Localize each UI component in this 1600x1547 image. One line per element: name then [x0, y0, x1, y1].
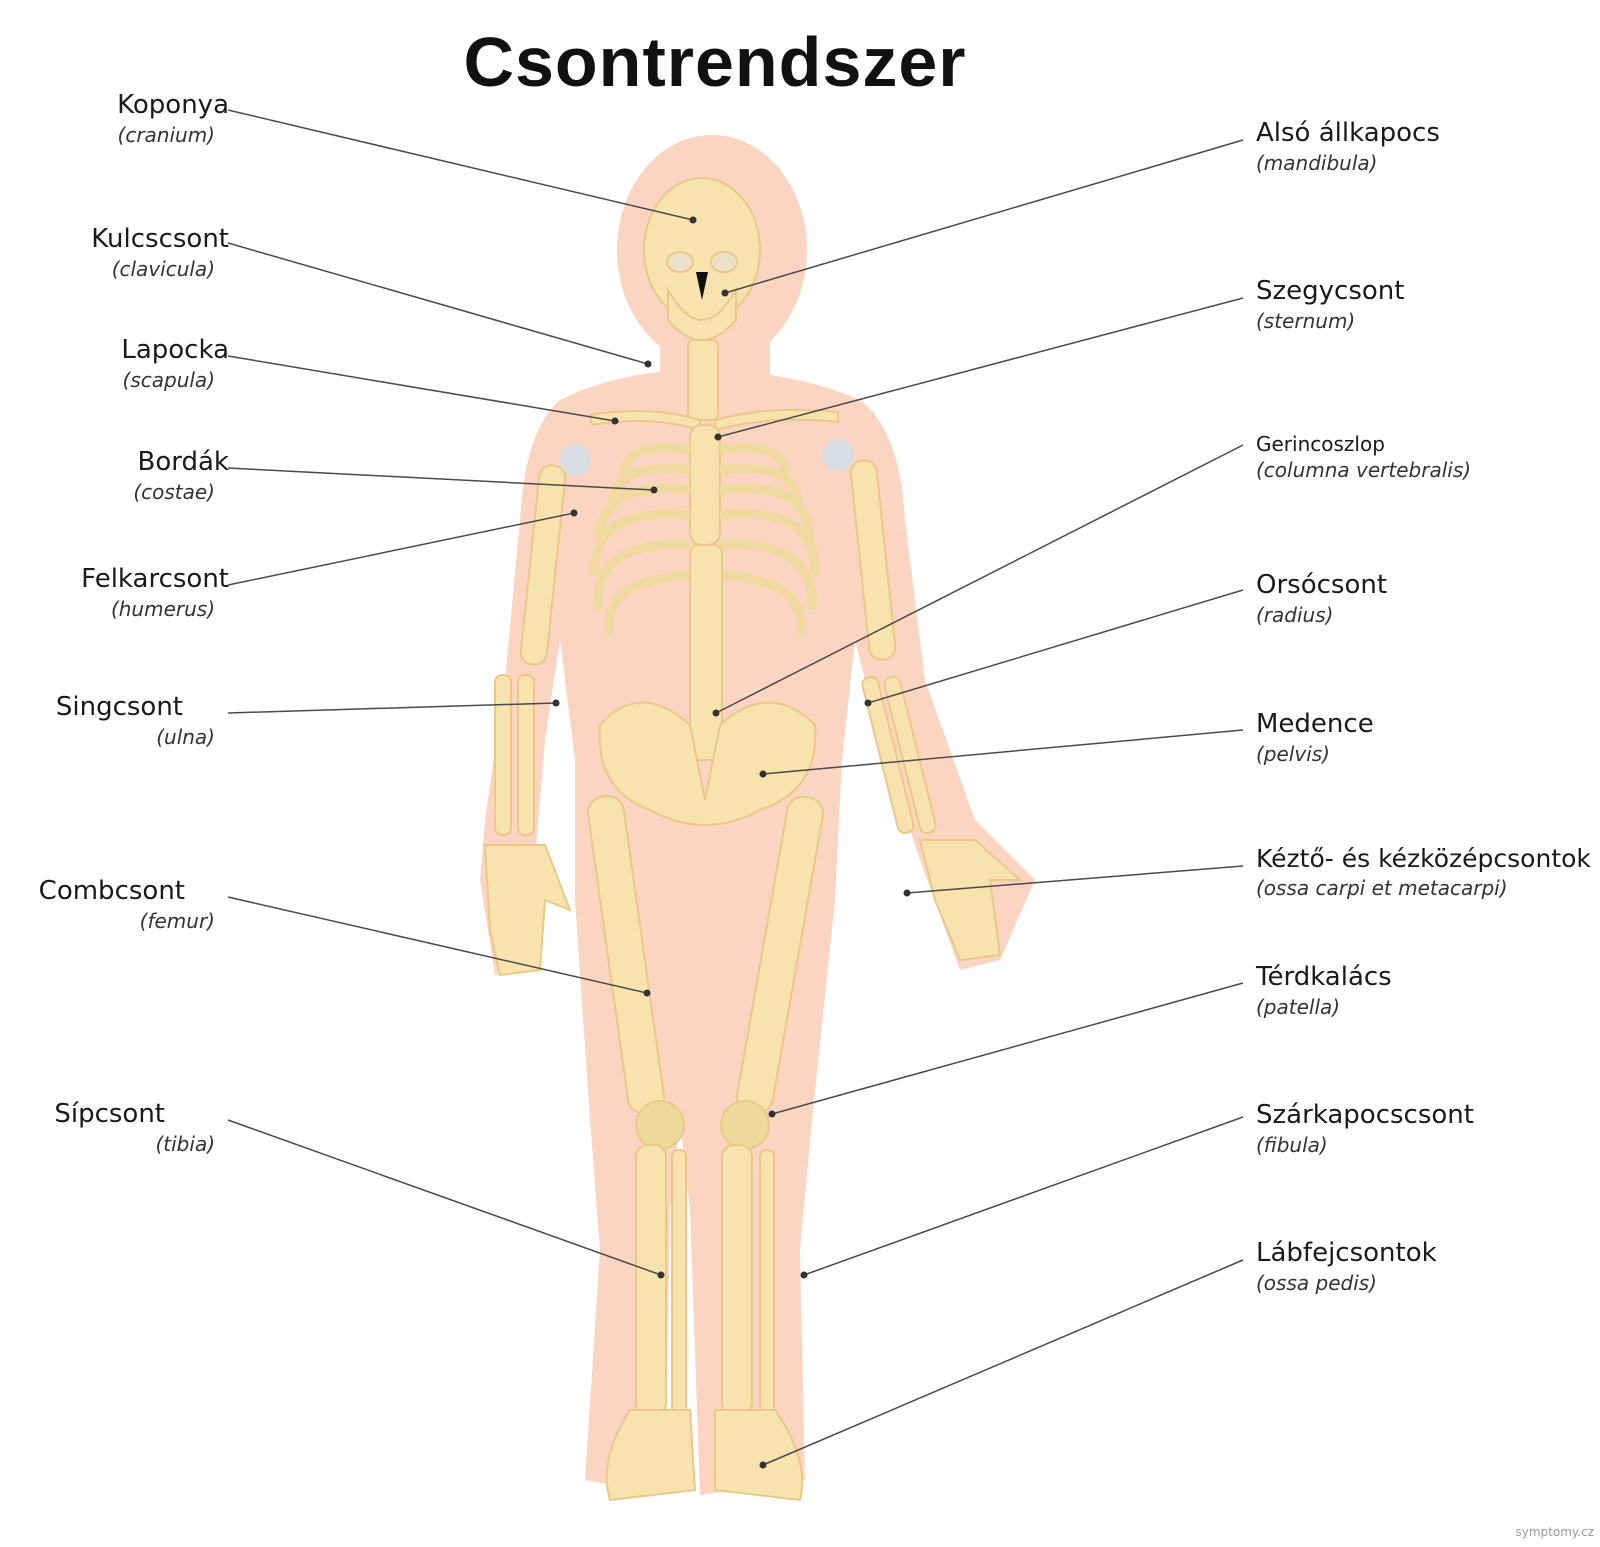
leader-combcsont [227, 896, 648, 994]
label-kulcscsont: Kulcscsont (clavicula) [91, 224, 229, 282]
label-latin: (ossa pedis) [1256, 1271, 1377, 1296]
label-latin: (cranium) [117, 123, 215, 148]
label-also-allkapocs: Alsó állkapocs (mandibula) [1256, 118, 1440, 175]
label-name: Combcsont [38, 876, 185, 906]
label-name: Szegycsont [1256, 276, 1405, 306]
label-name: Felkarcsont [81, 564, 229, 594]
label-kezto: Kéztő- és kézközépcsontok (ossa carpi et… [1256, 844, 1591, 900]
label-latin: (humerus) [110, 597, 215, 622]
label-name: Lábfejcsontok [1256, 1238, 1437, 1268]
label-latin: (mandibula) [1256, 151, 1378, 176]
label-latin: (scapula) [122, 368, 215, 393]
label-name: Lapocka [121, 335, 229, 365]
label-combcsont: Combcsont (femur) [39, 876, 215, 933]
leader-orsocsont [867, 589, 1244, 704]
label-latin: (ossa carpi et metacarpi) [1256, 876, 1508, 900]
leader-singcsont [227, 702, 557, 714]
label-latin: (sternum) [1256, 309, 1356, 334]
leader-medence [762, 729, 1244, 775]
label-lapocka: Lapocka (scapula) [121, 335, 229, 393]
jaw [667, 286, 737, 341]
label-name: Térdkalács [1256, 962, 1392, 992]
leader-kulcscsont [227, 242, 649, 365]
label-name: Gerincoszlop [1256, 432, 1385, 456]
leader-gerincoszlop [715, 444, 1244, 714]
label-koponya: Koponya (cranium) [117, 90, 229, 148]
label-latin: (ulna) [156, 725, 215, 750]
label-name: Szárkapocscsont [1256, 1100, 1474, 1130]
label-latin: (tibia) [155, 1132, 215, 1157]
label-name: Sípcsont [54, 1099, 165, 1129]
leader-also-allkapocs [724, 139, 1244, 294]
label-szarkapocscsont: Szárkapocscsont (fibula) [1256, 1100, 1474, 1157]
label-name: Medence [1256, 709, 1374, 739]
label-name: Kéztő- és kézközépcsontok [1256, 844, 1591, 873]
label-sipcsont: Sípcsont (tibia) [54, 1099, 215, 1156]
label-latin: (fibula) [1256, 1133, 1328, 1158]
label-medence: Medence (pelvis) [1256, 709, 1374, 766]
label-gerincoszlop: Gerincoszlop (columna vertebralis) [1256, 432, 1471, 482]
label-name: Alsó állkapocs [1256, 118, 1440, 148]
label-latin: (femur) [139, 909, 215, 934]
label-latin: (columna vertebralis) [1256, 458, 1472, 482]
leader-szegycsont [717, 297, 1244, 438]
leader-lines [227, 109, 1244, 1469]
skull [643, 177, 761, 323]
leader-koponya [227, 109, 694, 221]
label-name: Orsócsont [1256, 570, 1388, 600]
label-latin: (costae) [133, 480, 215, 505]
label-orsocsont: Orsócsont (radius) [1256, 570, 1387, 627]
label-latin: (radius) [1256, 603, 1334, 628]
leader-terdkalacs [771, 982, 1244, 1115]
leader-bordak [227, 467, 655, 491]
label-bordak: Bordák (costae) [133, 447, 229, 505]
leader-szarkapocscsont [803, 1116, 1244, 1276]
leader-sipcsont [227, 1119, 662, 1276]
watermark: symptomy.cz [1515, 1525, 1595, 1539]
skeleton [483, 177, 1023, 1502]
label-name: Koponya [117, 90, 229, 120]
label-szegycsont: Szegycsont (sternum) [1256, 276, 1404, 333]
label-latin: (clavicula) [111, 257, 215, 282]
label-name: Bordák [137, 447, 229, 477]
page-title: Csontrendszer [463, 23, 967, 101]
leader-labfejcsontok [762, 1259, 1244, 1466]
label-singcsont: Singcsont (ulna) [56, 692, 215, 749]
label-latin: (patella) [1256, 995, 1341, 1020]
label-name: Kulcscsont [91, 224, 229, 254]
leader-felkarcsont [227, 512, 575, 586]
leader-lapocka [227, 355, 616, 422]
dot-koponya [689, 216, 697, 224]
label-labfejcsontok: Lábfejcsontok (ossa pedis) [1256, 1238, 1437, 1295]
label-latin: (pelvis) [1256, 742, 1330, 767]
leader-kezto [906, 865, 1244, 894]
label-terdkalacs: Térdkalács (patella) [1256, 962, 1392, 1019]
label-felkarcsont: Felkarcsont (humerus) [81, 564, 229, 622]
label-name: Singcsont [55, 692, 183, 722]
